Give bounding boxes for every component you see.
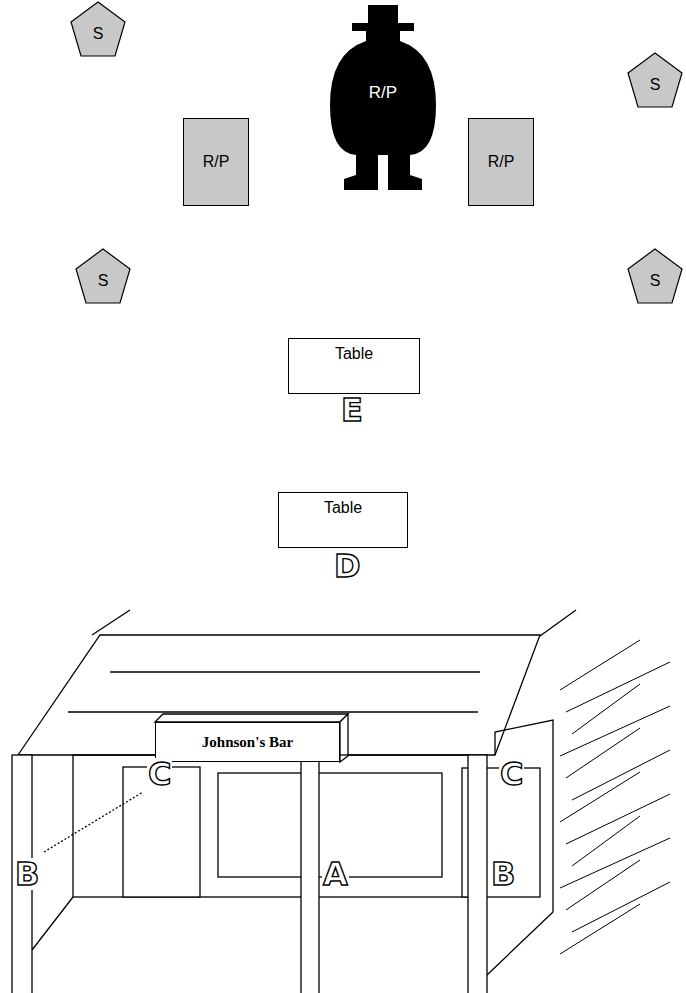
- node-label: S: [93, 25, 104, 43]
- table-box: Table: [278, 492, 408, 548]
- speaker-pentagon: S: [627, 248, 683, 304]
- shading-hatch: [560, 640, 670, 954]
- node-label: S: [98, 272, 109, 290]
- node-label: S: [650, 272, 661, 290]
- leader-line: [44, 792, 143, 852]
- node-label: R/P: [488, 153, 515, 171]
- callout-letter: C: [147, 758, 172, 790]
- node-label: R/P: [369, 83, 397, 103]
- building: [12, 610, 576, 993]
- node-label: S: [650, 76, 661, 94]
- node-label: R/P: [203, 153, 230, 171]
- speaker-pentagon: S: [627, 52, 683, 108]
- callout-letter: E: [340, 394, 364, 426]
- hatch-stroke: [560, 706, 670, 756]
- hatch-stroke: [572, 882, 670, 932]
- hatch-stroke: [572, 816, 640, 866]
- callout-letter: B: [14, 858, 40, 890]
- callout-letter: D: [333, 550, 362, 582]
- callout-letter: B: [490, 858, 516, 890]
- table-box: Table: [288, 338, 420, 394]
- speaker-pentagon: S: [75, 248, 131, 304]
- node-label: Table: [335, 345, 373, 363]
- sign-text: Johnson's Bar: [202, 734, 293, 751]
- rp-box: R/P: [468, 118, 534, 206]
- hatch-stroke: [560, 904, 640, 954]
- node-label: Table: [324, 499, 362, 517]
- callout-letter: A: [322, 858, 349, 890]
- callout-letter: C: [499, 758, 524, 790]
- rp-box: R/P: [183, 118, 249, 206]
- hatch-stroke: [566, 662, 670, 712]
- hatch-stroke: [566, 794, 670, 844]
- person-silhouette: R/P: [328, 5, 438, 190]
- bar-sign: Johnson's Bar: [155, 722, 340, 762]
- hatch-stroke: [572, 750, 670, 800]
- speaker-pentagon: S: [70, 1, 126, 57]
- hatch-stroke: [572, 684, 640, 734]
- hatch-stroke: [560, 838, 670, 888]
